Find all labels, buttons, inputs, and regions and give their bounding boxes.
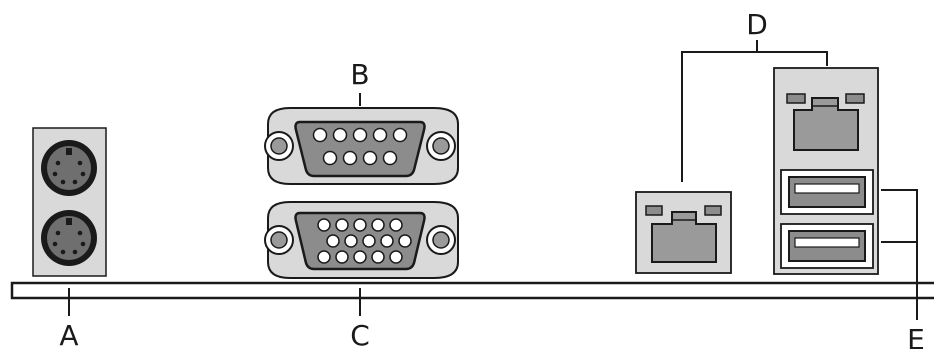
- lan-port-top: [786, 93, 865, 151]
- usb-port-1: [780, 169, 874, 215]
- label-d: D: [746, 8, 768, 41]
- ps2-ports: [32, 127, 107, 277]
- vga-port: [264, 201, 459, 279]
- label-c: C: [350, 319, 370, 349]
- label-a: A: [59, 319, 78, 349]
- ps2-port-bottom: [41, 210, 97, 266]
- ps2-port-top: [41, 140, 97, 196]
- leader-e: [881, 189, 918, 243]
- label-e: E: [907, 323, 925, 349]
- lan-port: [635, 191, 732, 274]
- callout-lines: [68, 40, 918, 320]
- usb-port-2: [780, 223, 874, 269]
- label-b: B: [350, 58, 369, 91]
- leader-d: [681, 51, 828, 182]
- serial-port: [264, 107, 459, 185]
- lan-usb-stack: [773, 67, 879, 275]
- io-shield-bar: [10, 281, 934, 300]
